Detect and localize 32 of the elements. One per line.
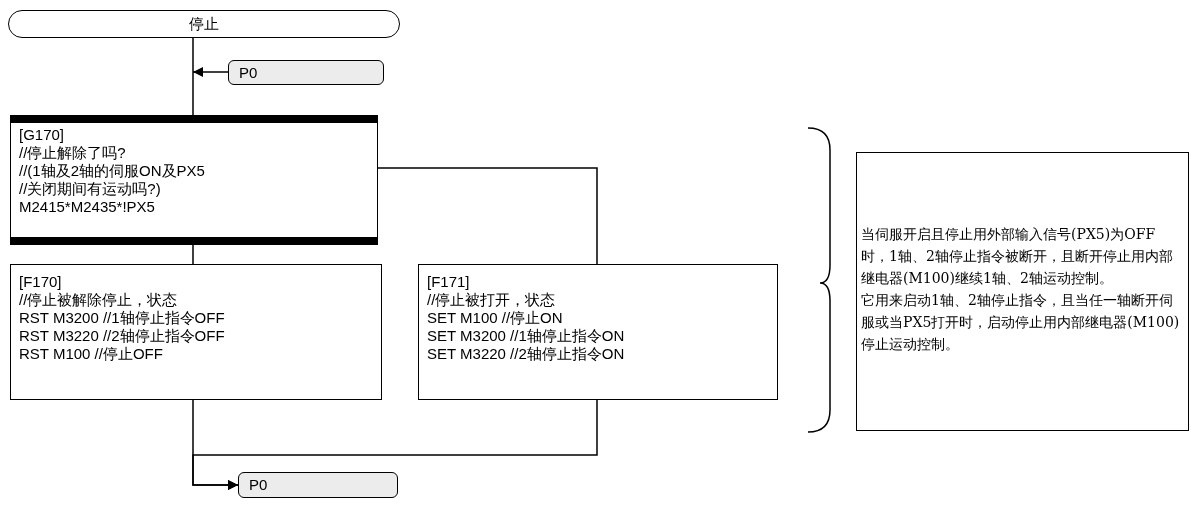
code-line: //停止解除了吗? xyxy=(19,144,127,162)
description-text: 当伺服开启且停止用外部输入信号(PX5)为OFF时，1轴、2轴停止指令被断开，且断开停止用内部继电器(M100)继续1轴、2轴运动控制。 xyxy=(861,225,1174,288)
process-box xyxy=(10,264,382,400)
code-line: //关闭期间有运动吗?) xyxy=(19,180,162,198)
code-line: RST M100 //停止OFF xyxy=(19,345,164,363)
box-heading: [F171] xyxy=(427,273,471,291)
code-line: //停止被解除停止，状态 xyxy=(19,291,179,309)
arrow xyxy=(192,399,598,490)
box-label: P0 xyxy=(239,64,259,82)
box-label: P0 xyxy=(249,476,269,494)
connector-line xyxy=(192,244,194,265)
code-line: //(1轴及2轴的伺服ON及PX5 xyxy=(19,162,206,180)
connector-line xyxy=(377,167,598,265)
code-line: RST M3220 //2轴停止指令OFF xyxy=(19,327,226,345)
box-heading: [G170] xyxy=(19,126,66,144)
code-line: //停止被打开，状态 xyxy=(427,291,557,309)
note-box xyxy=(856,152,1189,431)
description-text: 它用来启动1轴、2轴停止指令，且当任一轴断开伺服或当PX5打开时，启动停止用内部继电器(M100)停止运动控制。 xyxy=(861,291,1181,354)
arrow xyxy=(192,67,229,77)
start-terminal xyxy=(8,10,400,38)
code-line: RST M3200 //1轴停止指令OFF xyxy=(19,309,226,327)
connector-box xyxy=(238,472,398,498)
code-line: SET M3220 //2轴停止指令ON xyxy=(427,345,626,363)
code-line: SET M100 //停止ON xyxy=(427,309,564,327)
code-line: M2415*M2435*!PX5 xyxy=(19,198,156,216)
box-heading: [F170] xyxy=(19,273,63,291)
condition-box xyxy=(10,115,378,245)
box-label: 停止 xyxy=(188,15,220,33)
connector-box xyxy=(228,60,384,85)
process-box xyxy=(418,264,778,400)
code-line: SET M3200 //1轴停止指令ON xyxy=(427,327,626,345)
connector-line xyxy=(192,37,194,116)
